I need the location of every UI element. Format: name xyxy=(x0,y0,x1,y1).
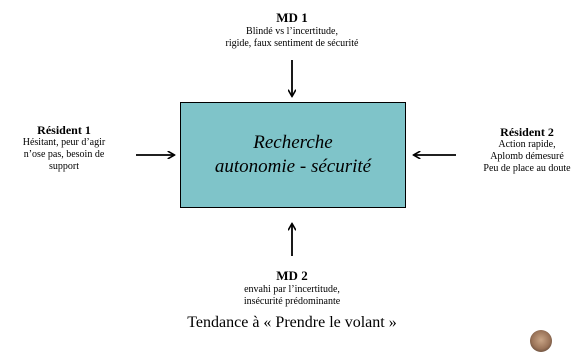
md2-line-1: envahi par l’incertitude, xyxy=(244,283,340,295)
resident2-line-1: Action rapide, xyxy=(498,139,556,151)
footer-caption: Tendance à « Prendre le volant » xyxy=(187,314,397,331)
central-concept-box: Recherche autonomie - sécurité xyxy=(180,102,406,208)
presenter-avatar xyxy=(530,330,552,352)
center-line-1: Recherche xyxy=(253,132,333,154)
resident1-line-2: n’ose pas, besoin de xyxy=(23,149,105,161)
md1-line-2: rigide, faux sentiment de sécurité xyxy=(225,37,359,49)
md1-title: MD 1 xyxy=(276,10,308,25)
md1-node: MD 1 Blindé vs l’incertitude, rigide, fa… xyxy=(142,10,442,50)
resident1-line-1: Hésitant, peur d’agir xyxy=(22,137,106,149)
md1-line-1: Blindé vs l’incertitude, xyxy=(246,25,338,37)
resident2-line-2: Aplomb démesuré xyxy=(490,151,564,163)
resident1-title: Résident 1 xyxy=(37,123,91,137)
md2-node: MD 2 envahi par l’incertitude, insécurit… xyxy=(142,268,442,308)
resident1-line-3: support xyxy=(49,161,79,173)
resident2-node: Résident 2 Action rapide, Aplomb démesur… xyxy=(472,125,582,175)
md2-line-2: insécurité prédominante xyxy=(243,295,341,307)
center-line-2: autonomie - sécurité xyxy=(214,156,372,177)
md2-title: MD 2 xyxy=(276,268,308,283)
resident1-node: Résident 1 Hésitant, peur d’agir n’ose p… xyxy=(2,123,126,173)
resident2-title: Résident 2 xyxy=(500,125,554,139)
resident2-line-3: Peu de place au doute xyxy=(483,163,571,175)
